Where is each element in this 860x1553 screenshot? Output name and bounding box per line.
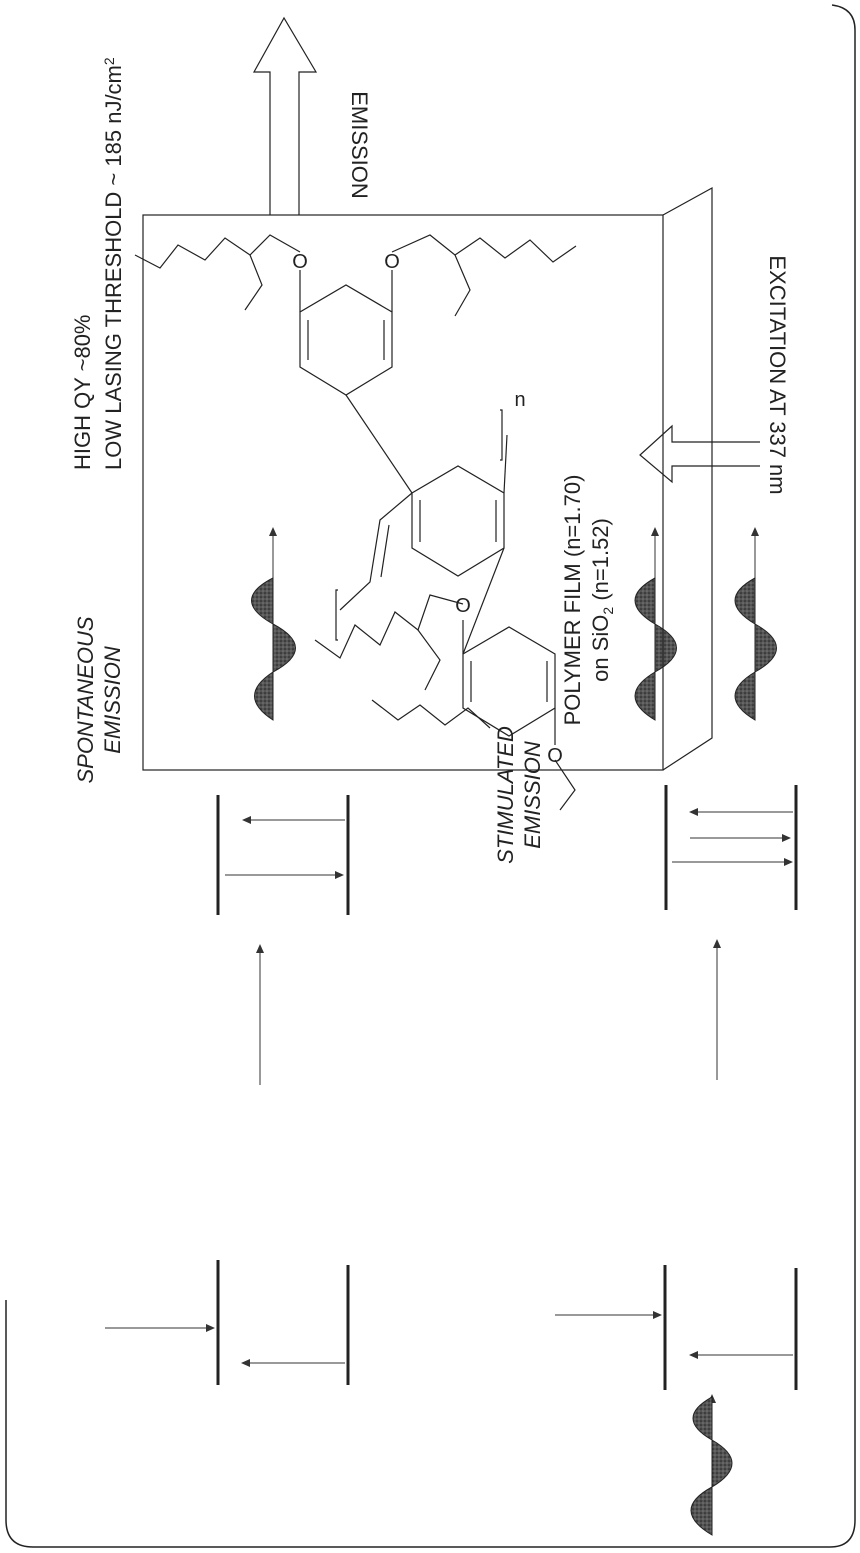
spontaneous-title-line2: EMISSION xyxy=(100,646,125,754)
repeat-bracket-right xyxy=(500,409,503,461)
polymer-structure xyxy=(134,234,577,811)
high-qy-label: HIGH QY ~80% xyxy=(70,315,95,471)
stimulated-title-line1: STIMULATED xyxy=(493,726,518,864)
polymer-film-label-line2: on SiO2 (n=1.52) xyxy=(588,518,616,682)
emission-arrow xyxy=(252,16,318,215)
repeat-bracket-left xyxy=(335,589,338,641)
incoming-photon-wave xyxy=(690,1394,733,1536)
emission-label: EMISSION xyxy=(347,91,372,199)
lasing-threshold-label: LOW LASING THRESHOLD ~ 185 nJ/cm2 xyxy=(101,57,126,470)
side-chain-4 xyxy=(554,759,576,811)
oxygen-atom-4: O xyxy=(547,745,563,767)
polymer-film-panel: HIGH QY ~80% LOW LASING THRESHOLD ~ 185 … xyxy=(70,16,790,811)
spontaneous-emission-panel: SPONTANEOUS EMISSION xyxy=(73,527,350,1385)
figure-frame xyxy=(5,4,856,1548)
polymer-film-label-line1: POLYMER FILM (n=1.70) xyxy=(560,475,585,726)
stimulated-photon-wave-2 xyxy=(734,527,777,721)
excitation-label: EXCITATION AT 337 nm xyxy=(765,255,790,494)
polymer-film-box-depth xyxy=(662,186,713,771)
spontaneous-photon-wave xyxy=(251,527,296,721)
side-chain-1 xyxy=(134,234,301,269)
polymer-film-box xyxy=(142,214,664,771)
central-phenylene-ring xyxy=(411,465,505,577)
stimulated-emission-panel: STIMULATED EMISSION xyxy=(493,527,798,1536)
oxygen-atom-2: O xyxy=(384,251,400,273)
stimulated-title-line2: EMISSION xyxy=(520,741,545,849)
lower-phenyl-ring xyxy=(462,626,556,737)
spontaneous-title-line1: SPONTANEOUS xyxy=(73,616,98,783)
oxygen-atom-1: O xyxy=(292,251,308,273)
upper-phenyl-ring xyxy=(299,284,393,396)
repeat-subscript-n: n xyxy=(514,389,525,411)
stimulated-photon-wave-1 xyxy=(634,527,677,721)
side-chain-2 xyxy=(391,234,577,263)
oxygen-atom-3: O xyxy=(455,595,471,617)
side-chain-3 xyxy=(314,594,464,659)
excitation-arrow xyxy=(639,424,760,484)
